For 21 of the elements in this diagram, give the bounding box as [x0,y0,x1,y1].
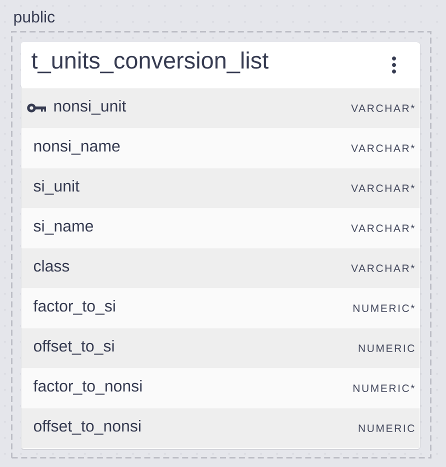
node-label: factor_to_nonsi [33,380,142,395]
node-label: factor_to_si [33,300,115,315]
table-row: offset_to_nonsi NUMERIC [21,408,420,448]
node-label: VARCHAR* [351,224,415,232]
table-header: t_units_conversion_list [21,42,419,88]
table-row: factor_to_si NUMERIC* [21,288,420,328]
node-label: si_name [34,220,94,235]
node-label: public [14,10,55,26]
node-label: nonsi_unit [54,100,126,115]
node-label: NUMERIC* [353,304,415,312]
table-row: offset_to_si NUMERIC [21,328,420,368]
table-row: nonsi_name VARCHAR* [21,128,420,168]
table-row: si_unit VARCHAR* [21,168,420,208]
table-row: factor_to_nonsi NUMERIC* [21,368,420,408]
node-label: NUMERIC* [353,384,415,392]
node-label: VARCHAR* [351,104,415,112]
table-row: class VARCHAR* [21,248,420,288]
table-row: nonsi_unit VARCHAR* [21,88,420,128]
table-row: si_name VARCHAR* [21,208,420,248]
node-label: nonsi_name [34,140,120,155]
node-label: VARCHAR* [351,144,415,152]
